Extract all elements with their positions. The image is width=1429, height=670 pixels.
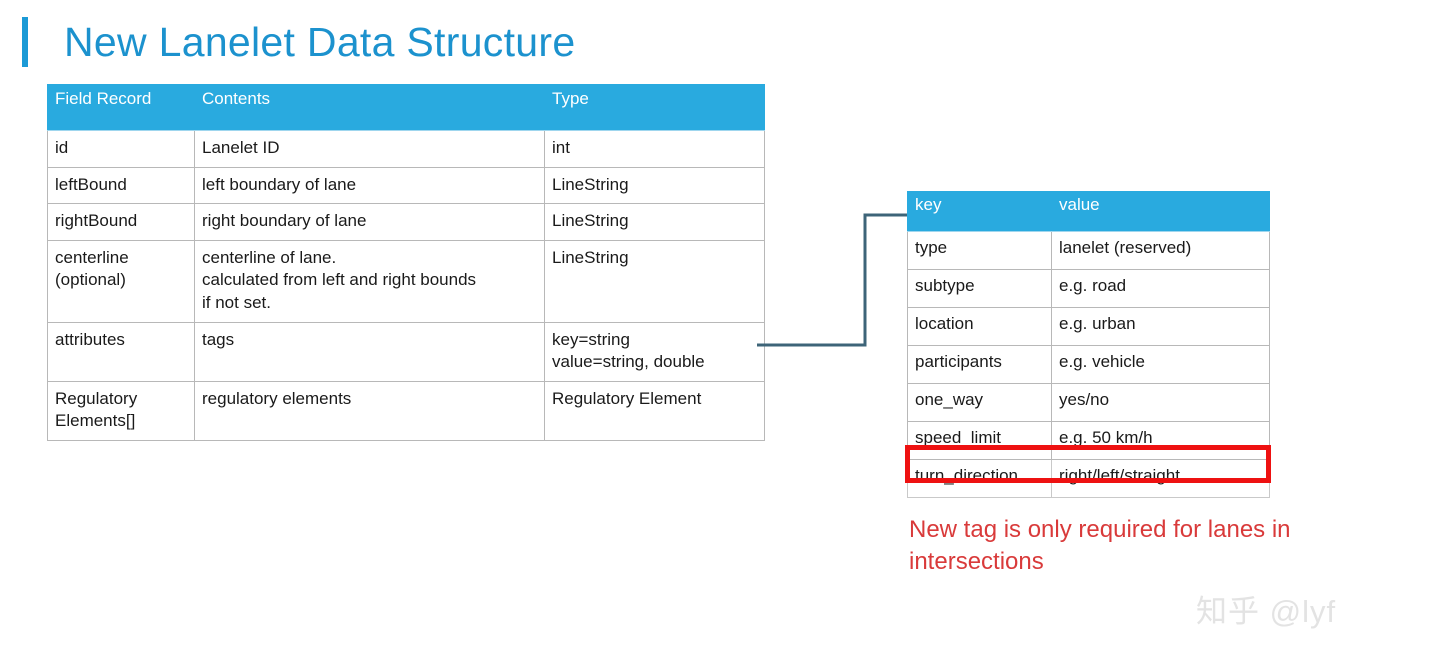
lanelet-fields-table: Field Record Contents Type id Lanelet ID… [47,84,765,442]
tag-value-cell: yes/no [1051,383,1270,422]
field-contents-cell: Lanelet ID [194,130,545,168]
fields-col-header-type: Type [544,84,765,131]
tag-key-cell: subtype [907,269,1052,308]
tag-key-cell: participants [907,345,1052,384]
field-name-cell: Regulatory Elements[] [47,380,195,442]
table-row: one_way yes/no [907,383,1270,422]
table-row: subtype e.g. road [907,269,1270,308]
tags-col-header-key: key [907,191,1052,232]
table-row: rightBound right boundary of lane LineSt… [47,203,765,241]
field-contents-cell: right boundary of lane [194,203,545,241]
connector-path [757,213,920,347]
field-type-cell: LineString [544,166,765,205]
fields-table-header-row: Field Record Contents Type [47,84,765,131]
tag-key-cell: speed_limit [907,421,1052,460]
tag-value-cell: e.g. vehicle [1051,345,1270,384]
table-row: id Lanelet ID int [47,130,765,168]
field-type-cell: key=string value=string, double [544,321,765,382]
field-contents-cell: left boundary of lane [194,166,545,205]
field-type-cell: Regulatory Element [544,380,765,442]
title-accent-bar [22,17,28,67]
table-row: Regulatory Elements[] regulatory element… [47,380,765,442]
tag-value-cell: e.g. road [1051,269,1270,308]
tag-key-cell: location [907,307,1052,346]
field-name-cell: leftBound [47,166,195,205]
field-type-cell: LineString [544,239,765,323]
table-row: speed_limit e.g. 50 km/h [907,421,1270,460]
page-title: New Lanelet Data Structure [64,18,576,65]
table-row: type lanelet (reserved) [907,231,1270,270]
annotation-note: New tag is only required for lanes in in… [909,516,1291,575]
page-title-block: New Lanelet Data Structure [22,14,575,70]
tag-value-cell: lanelet (reserved) [1051,231,1270,270]
tag-key-cell: type [907,231,1052,270]
field-name-cell: id [47,130,195,168]
field-type-cell: int [544,130,765,168]
table-row: attributes tags key=string value=string,… [47,321,765,382]
field-name-cell: attributes [47,321,195,382]
table-row: participants e.g. vehicle [907,345,1270,384]
field-name-cell: rightBound [47,203,195,241]
table-row: centerline (optional) centerline of lane… [47,239,765,323]
field-type-cell: LineString [544,203,765,241]
tag-key-cell: one_way [907,383,1052,422]
tags-table-header-row: key value [907,191,1270,232]
field-contents-cell: centerline of lane. calculated from left… [194,239,545,323]
field-contents-cell: regulatory elements [194,380,545,442]
fields-col-header-field-record: Field Record [47,84,195,131]
watermark: 知乎 @lyf [1196,594,1337,629]
table-row-highlighted: turn_direction right/left/straight [907,459,1270,498]
table-row: location e.g. urban [907,307,1270,346]
field-contents-cell: tags [194,321,545,382]
tag-key-cell: turn_direction [907,459,1052,498]
tags-col-header-value: value [1051,191,1270,232]
table-row: leftBound left boundary of lane LineStri… [47,166,765,205]
fields-col-header-contents: Contents [194,84,545,131]
connector-elbow-line [757,213,920,347]
tag-value-cell: e.g. 50 km/h [1051,421,1270,460]
field-name-cell: centerline (optional) [47,239,195,323]
lanelet-tags-table: key value type lanelet (reserved) subtyp… [907,191,1270,498]
tag-value-cell: right/left/straight [1051,459,1270,498]
tag-value-cell: e.g. urban [1051,307,1270,346]
